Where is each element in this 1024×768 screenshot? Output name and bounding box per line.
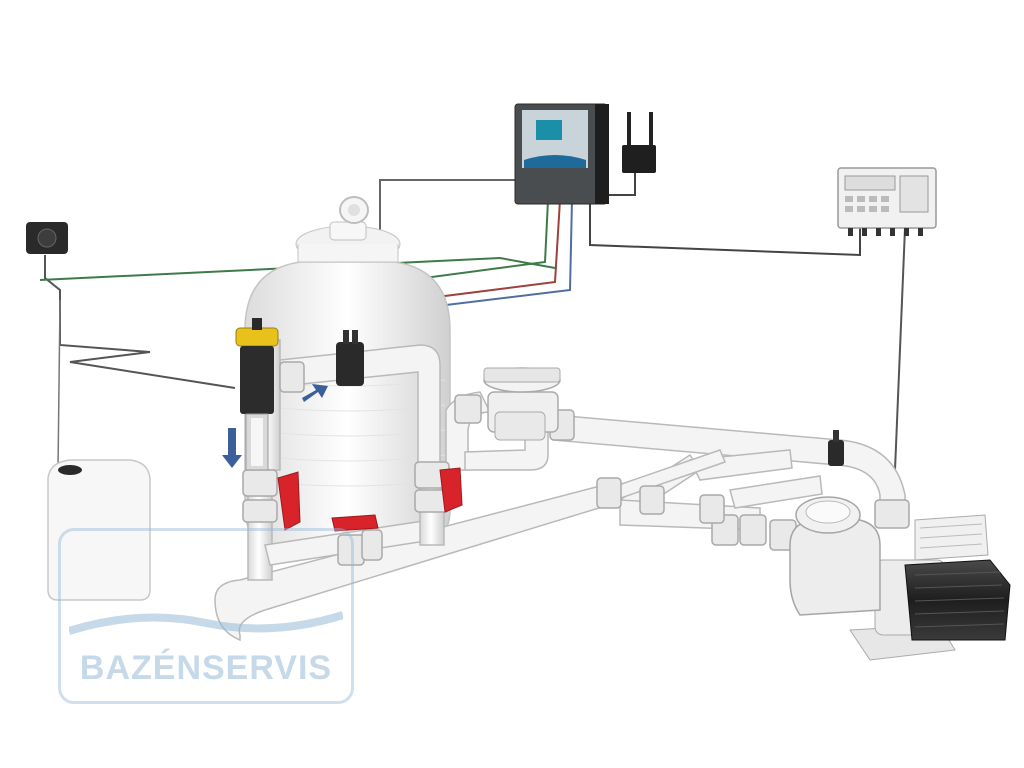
wifi-module xyxy=(622,112,656,173)
chemical-tank xyxy=(47,459,151,601)
cables xyxy=(39,172,906,471)
watermark-text: BAZÉNSERVIS xyxy=(79,649,333,687)
flow-arrow-down xyxy=(222,428,242,468)
cable-tank xyxy=(57,299,61,471)
flow-sensor xyxy=(828,440,844,466)
cable-panel-pump xyxy=(894,227,906,471)
valve-handle-bottom xyxy=(331,514,379,532)
valve-handle-right xyxy=(439,467,463,513)
multiport-valve xyxy=(483,367,561,441)
bazenservis-watermark: BAZÉNSERVIS xyxy=(58,528,354,704)
dosing-pump xyxy=(26,222,68,254)
flow-arrows xyxy=(222,384,328,468)
cable-panel xyxy=(589,200,861,257)
circulation-pump xyxy=(789,496,1011,661)
valve-handles xyxy=(277,467,463,532)
cable-wifi xyxy=(600,172,636,196)
probe-holder xyxy=(336,330,844,466)
pool-control-panel xyxy=(837,167,937,236)
main-controller xyxy=(514,103,609,205)
cable-green-dosing xyxy=(39,256,556,281)
electrolysis-cell xyxy=(235,318,279,471)
flow-arrow-left xyxy=(302,384,328,402)
wave-logo-icon xyxy=(69,611,343,635)
valve-handle-left xyxy=(277,471,301,531)
